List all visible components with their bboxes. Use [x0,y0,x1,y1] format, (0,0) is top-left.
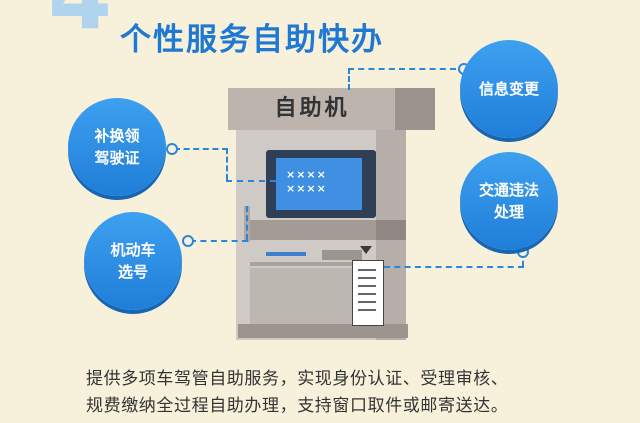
service-license-replacement: 补换领 驾驶证 [68,98,166,196]
connector-jidong-vertical [246,206,248,240]
card-slot [266,252,306,256]
kiosk-divider [250,262,380,266]
connector-dot [166,143,178,155]
connector-xinxi [348,68,456,70]
service-violation-handling: 交通违法 处理 [460,152,558,250]
service-info-change: 信息变更 [460,40,558,138]
kiosk-ledge [250,220,400,240]
connector-buhuan-vertical [226,148,228,180]
description-text: 提供多项车驾管自助服务，实现身份认证、受理审核、 规费缴纳全过程自助办理，支持窗… [86,369,509,416]
kiosk-base [238,324,408,338]
arrow-down-icon [360,246,372,254]
receipt-line [358,309,376,311]
connector-xinxi-vertical [348,68,350,90]
receipt-slot [322,250,362,260]
receipt-line [358,293,376,295]
kiosk-ledge-side [376,220,406,240]
service-plate-selection: 机动车 选号 [84,212,182,310]
kiosk-header-side [395,88,435,130]
kiosk-screen-text: ×××× ×××× [286,168,327,195]
receipt-line [358,277,376,279]
receipt-line [358,301,376,303]
receipt-line [358,269,376,271]
connector-jiaotong [384,266,524,268]
receipt-line [358,285,376,287]
section-number: 4 [40,0,120,43]
connector-jidong [190,240,248,242]
kiosk-screen [276,158,362,210]
page-title: 个性服务自助快办 [120,22,384,58]
connector-jiaotong-vertical [522,252,524,266]
connector-dot [182,235,194,247]
connector-buhuan [174,148,228,150]
connector-buhuan-horizontal [226,180,276,182]
receipt-icon [352,260,384,326]
kiosk-label: 自助机 [274,96,350,121]
